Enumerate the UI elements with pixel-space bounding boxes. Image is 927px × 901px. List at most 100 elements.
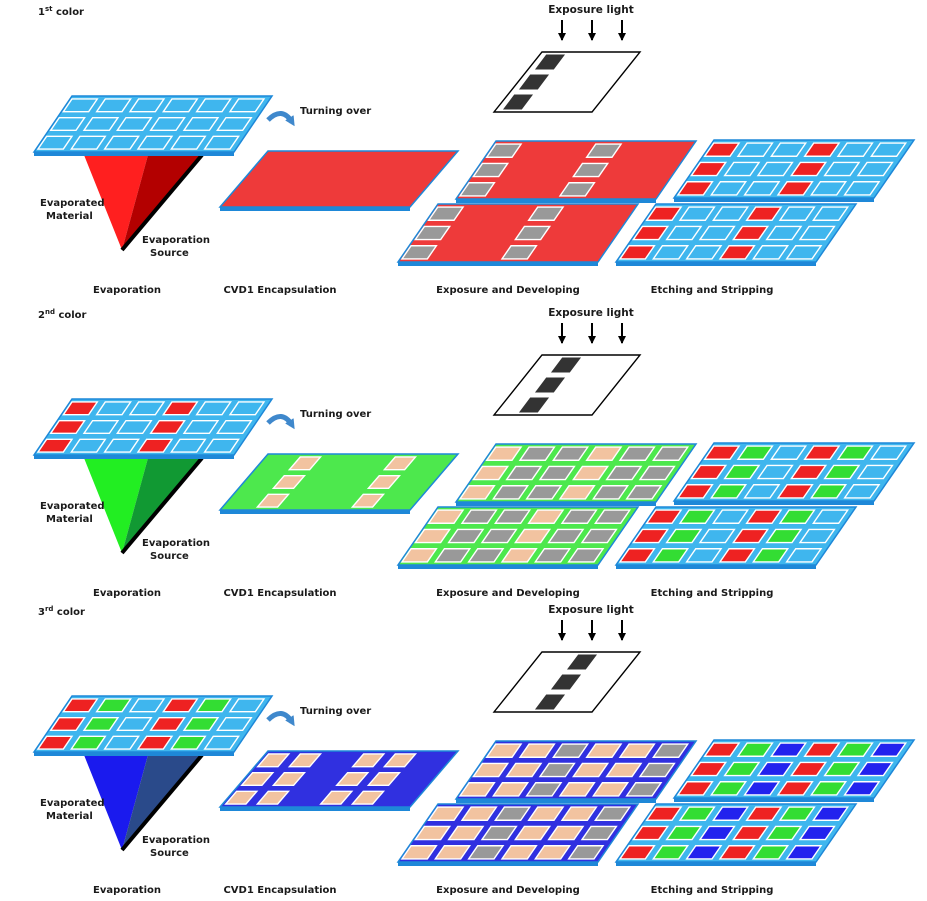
- evaporation-pixel: [95, 698, 132, 713]
- etched-pixel: [712, 509, 750, 524]
- exposure-cell: [527, 806, 565, 821]
- exposure-plate-bottom: [396, 803, 640, 866]
- etched-pixel: [736, 445, 774, 460]
- evaporation-pixel: [82, 116, 120, 132]
- row-heading: 2nd color: [38, 308, 87, 321]
- evaporation-pixel: [70, 438, 107, 453]
- step-cvd-label: CVD1 Encapsulation: [223, 588, 336, 599]
- evaporated-material-label: Evaporated: [40, 501, 105, 512]
- exposure-cell: [514, 825, 552, 841]
- evaporation-pixel: [195, 401, 232, 416]
- cvd-pad: [382, 753, 418, 768]
- cvd-pad: [240, 771, 275, 787]
- exposure-cell: [467, 845, 505, 860]
- etched-pixel: [785, 245, 823, 260]
- etched-pixel: [685, 845, 723, 860]
- exposure-cell: [525, 485, 563, 500]
- etched-pixel: [723, 464, 761, 480]
- etched-pixel: [698, 825, 736, 841]
- exposure-cell: [480, 528, 518, 544]
- exposure-cell: [592, 782, 630, 797]
- etched-pixel: [765, 225, 803, 241]
- exposure-cell: [472, 762, 510, 778]
- exposure-cell: [485, 446, 523, 461]
- etched-pixel: [798, 225, 836, 241]
- exposure-cell: [652, 446, 690, 461]
- etched-pixel: [718, 845, 756, 860]
- mask-block: [549, 356, 583, 374]
- evaporated-material-cone: [84, 155, 148, 250]
- etching-plate-top: [672, 139, 916, 202]
- etched-pixel: [803, 742, 841, 757]
- exposure-cell: [638, 465, 676, 481]
- step-etching-label: Etching and Stripping: [651, 885, 774, 896]
- etched-pixel: [790, 161, 828, 177]
- cvd-pad: [335, 771, 370, 787]
- exposure-cell: [605, 762, 643, 778]
- exposure-cell: [460, 509, 498, 524]
- cvd-pad: [287, 456, 323, 471]
- etched-pixel: [678, 206, 716, 221]
- exposure-cell: [427, 806, 465, 821]
- etched-pixel: [870, 445, 908, 460]
- exposure-cell: [400, 845, 438, 860]
- evaporation-pixel: [228, 401, 266, 416]
- evaporation-source-label: Evaporation: [142, 538, 210, 549]
- cvd-pad: [351, 753, 386, 768]
- evaporation-pixel: [136, 135, 174, 150]
- etched-pixel: [732, 825, 770, 841]
- etched-pixel: [823, 761, 861, 777]
- exposure-cell: [592, 485, 630, 500]
- cvd-pad: [382, 456, 418, 471]
- etched-pixel: [843, 484, 881, 499]
- evaporation-pixel: [203, 438, 240, 453]
- exposure-cell: [605, 465, 643, 481]
- exposure-cell: [585, 743, 623, 758]
- exposure-cell: [514, 225, 552, 241]
- exposure-cell: [527, 206, 565, 221]
- etched-pixel: [812, 509, 850, 524]
- exposure-cell: [505, 762, 543, 778]
- etched-pixel: [618, 845, 656, 860]
- etching-plate-top: [672, 739, 916, 802]
- exposure-cell: [572, 762, 610, 778]
- etched-pixel: [770, 445, 808, 460]
- etched-pixel: [798, 825, 836, 841]
- step-exposure-label: Exposure and Developing: [436, 285, 580, 296]
- etched-pixel: [723, 161, 761, 177]
- evaporated-material-label: Evaporated: [40, 198, 105, 209]
- etched-pixel: [632, 528, 670, 544]
- etched-pixel: [710, 181, 748, 196]
- exposure-cell: [494, 509, 532, 524]
- step-evaporation-label: Evaporation: [93, 285, 161, 296]
- etched-pixel: [856, 761, 894, 777]
- etched-pixel: [836, 445, 874, 460]
- turning-over-arrow-icon: [266, 414, 295, 430]
- exposure-cell: [472, 465, 510, 481]
- etched-pixel: [756, 761, 794, 777]
- exposure-cell: [414, 225, 452, 241]
- evaporation-source-edge: [120, 753, 204, 852]
- etched-pixel: [645, 806, 683, 821]
- evaporation-pixel: [170, 135, 207, 150]
- exposure-cell: [500, 245, 538, 260]
- row-1: 1st colorEvaporatedMaterialEvaporationSo…: [32, 4, 916, 296]
- etched-pixel: [765, 825, 803, 841]
- exposure-cell: [585, 446, 623, 461]
- exposure-cell: [500, 845, 538, 860]
- etched-pixel: [736, 742, 774, 757]
- row-3: 3rd colorEvaporatedMaterialEvaporationSo…: [32, 604, 916, 896]
- exposure-light-label: Exposure light: [548, 604, 634, 616]
- etched-pixel: [785, 548, 823, 563]
- etched-pixel: [743, 781, 781, 796]
- mask-block: [517, 396, 551, 414]
- evaporation-pixel: [103, 438, 140, 453]
- exposure-cell: [567, 548, 605, 563]
- exposure-cell: [534, 548, 572, 563]
- exposure-cell: [447, 825, 485, 841]
- etched-pixel: [810, 181, 848, 196]
- evaporation-pixel: [216, 716, 253, 732]
- etching-plate-bottom: [614, 803, 858, 866]
- etched-pixel: [790, 761, 828, 777]
- cvd-plate: [218, 453, 460, 514]
